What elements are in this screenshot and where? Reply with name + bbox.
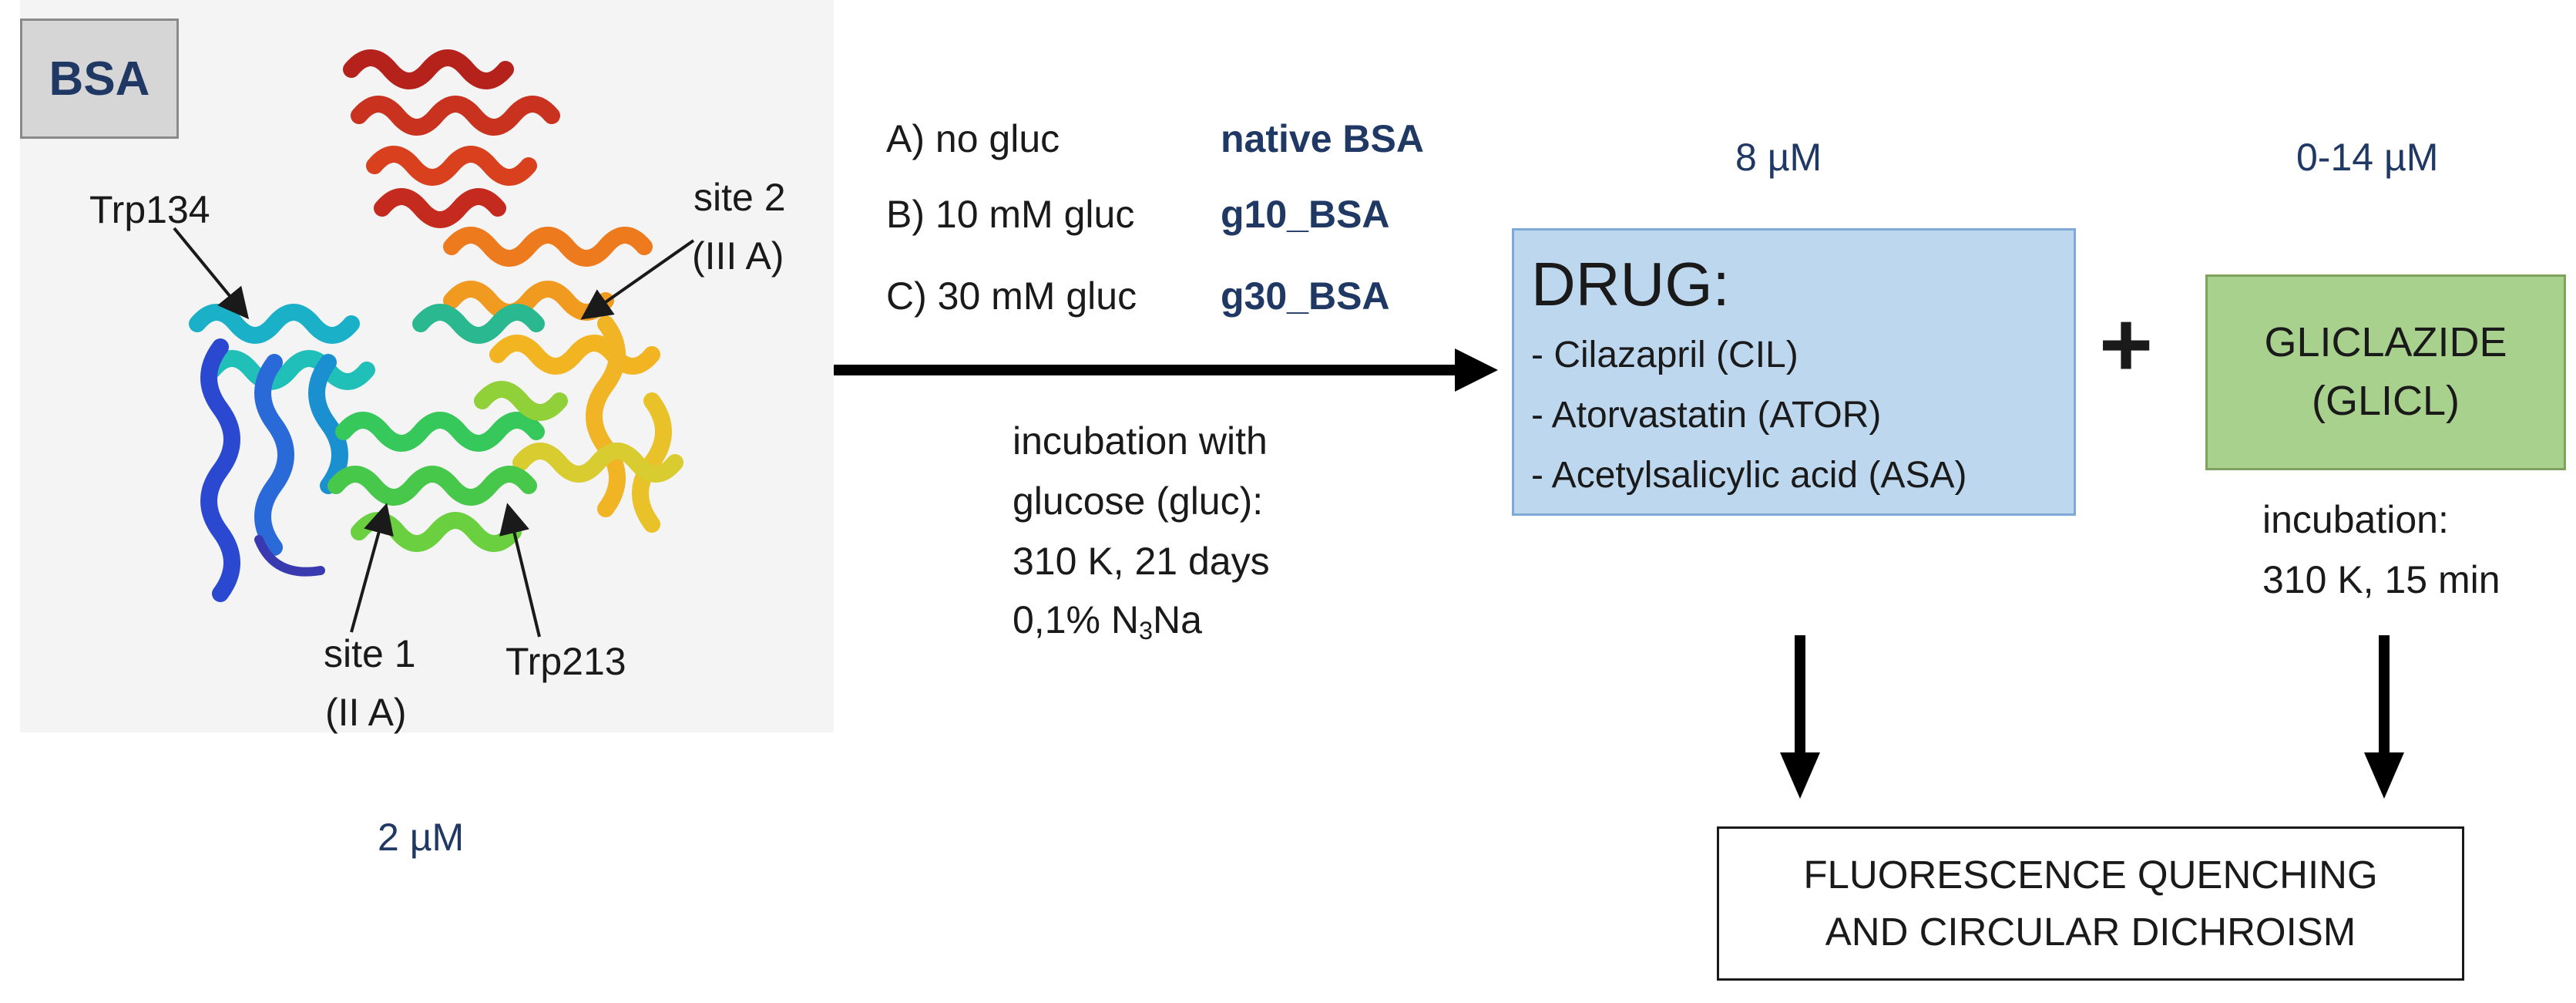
- gliclazide-incubation-line2: 310 K, 15 min: [2262, 558, 2500, 601]
- gliclazide-incubation-line1: incubation:: [2262, 498, 2449, 541]
- drug-concentration: 8 µM: [1735, 136, 1822, 179]
- incubation-glucose-line3: 310 K, 21 days: [1013, 540, 1270, 583]
- incubation-glucose-line4: 0,1% N3Na: [1013, 598, 1202, 645]
- helix-domain-red: [343, 49, 560, 228]
- plus-sign: +: [2099, 293, 2154, 396]
- pointer-site1: [350, 503, 394, 633]
- drug-title: DRUG:: [1531, 250, 1730, 318]
- main-process-arrow: [834, 348, 1498, 392]
- result-line1: FLUORESCENCE QUENCHING: [1803, 853, 2378, 897]
- pointer-trp134: [173, 227, 250, 320]
- down-arrow-gliclazide: [2364, 635, 2404, 799]
- bsa-label-box: BSA: [20, 19, 179, 139]
- label-site1-line1: site 1: [324, 632, 416, 675]
- condition-a-label: A) no gluc: [886, 117, 1060, 160]
- drug-box: DRUG: - Cilazapril (CIL) - Atorvastatin …: [1512, 228, 2076, 516]
- bsa-concentration: 2 µM: [378, 816, 465, 859]
- gliclazide-box: GLICLAZIDE (GLICL): [2205, 274, 2566, 470]
- gliclazide-abbrev: (GLICL): [2311, 378, 2460, 424]
- condition-a-sample: native BSA: [1221, 117, 1424, 160]
- incubation-glucose-line1: incubation with: [1013, 419, 1268, 463]
- condition-b-label: B) 10 mM gluc: [886, 193, 1135, 236]
- result-line2: AND CIRCULAR DICHROISM: [1825, 910, 2356, 954]
- label-trp213: Trp213: [505, 640, 626, 683]
- gliclazide-concentration: 0-14 µM: [2296, 136, 2439, 179]
- drug-item-acetylsalicylic-acid: - Acetylsalicylic acid (ASA): [1531, 455, 1967, 496]
- condition-c-sample: g30_BSA: [1221, 274, 1390, 318]
- bsa-ribbon-illustration: [189, 49, 683, 602]
- pointer-site2: [580, 239, 695, 320]
- pointer-trp213: [499, 503, 541, 638]
- incubation-glucose-line2: glucose (gluc):: [1013, 480, 1264, 523]
- drug-item-atorvastatin: - Atorvastatin (ATOR): [1531, 395, 1882, 436]
- gliclazide-name: GLICLAZIDE: [2264, 319, 2507, 366]
- protein-structure-panel: [20, 0, 834, 732]
- condition-c-label: C) 30 mM gluc: [886, 274, 1137, 318]
- condition-b-sample: g10_BSA: [1221, 193, 1390, 236]
- label-site2-line2: (III A): [692, 234, 784, 278]
- helix-domain-orange: [443, 227, 683, 533]
- label-site2-line1: site 2: [694, 176, 786, 219]
- result-box: FLUORESCENCE QUENCHING AND CIRCULAR DICH…: [1717, 826, 2464, 981]
- label-trp134: Trp134: [89, 188, 210, 231]
- down-arrow-drug: [1780, 635, 1820, 799]
- drug-item-cilazapril: - Cilazapril (CIL): [1531, 335, 1798, 375]
- label-site1-line2: (II A): [325, 691, 407, 734]
